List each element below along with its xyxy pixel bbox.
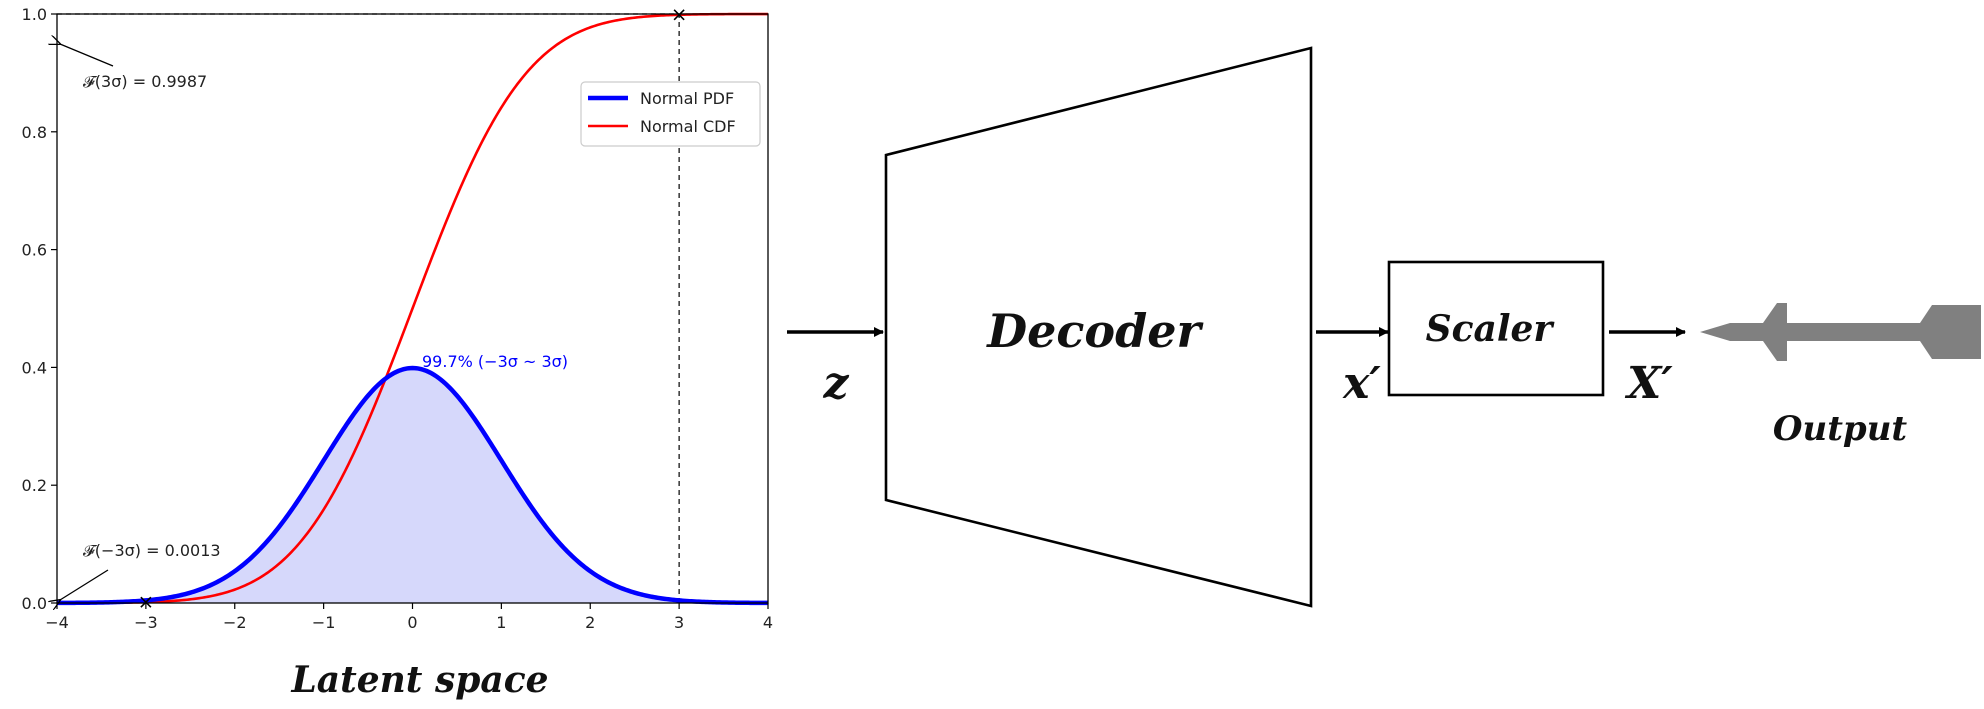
output-label: Output	[1773, 409, 1908, 449]
sigma-markers	[140, 9, 685, 608]
decoded-variable-label: x′	[1342, 358, 1381, 409]
y-tick-label: 0.4	[22, 358, 47, 377]
x-tick-label: 0	[407, 613, 417, 632]
annotation-coverage: 99.7% (−3σ ~ 3σ)	[422, 352, 568, 371]
x-tick-label: −4	[45, 613, 69, 632]
sigma-marker	[673, 9, 685, 21]
input-variable-label: z	[823, 358, 850, 409]
chart-legend: Normal PDF Normal CDF	[580, 81, 761, 147]
pdf-area-fill	[57, 368, 768, 603]
decoder-label: Decoder	[985, 304, 1204, 358]
annotation-upper: 𝓕(3σ) = 0.9987	[83, 72, 207, 91]
annotation-arrow-lower	[60, 569, 109, 600]
x-tick-label: −1	[312, 613, 336, 632]
decoder-pipeline: z Decoder x′ Scaler X′ Output	[787, 46, 1981, 608]
x-tick-label: 1	[496, 613, 506, 632]
annotation-arrow-upper	[60, 44, 114, 67]
decoder-block	[884, 46, 1313, 608]
scaler-block	[1387, 260, 1605, 397]
x-tick-label: −3	[134, 613, 158, 632]
scaler-label: Scaler	[1426, 308, 1556, 350]
series-normal-pdf	[56, 365, 769, 606]
x-tick-label: 4	[763, 613, 773, 632]
x-axis-label: Latent space	[290, 659, 548, 701]
legend-label-pdf: Normal PDF	[640, 89, 734, 108]
legend-label-cdf: Normal CDF	[640, 117, 736, 136]
y-tick-label: 0.6	[22, 241, 47, 260]
series-normal-cdf	[57, 12, 768, 605]
sigma-marker	[140, 596, 152, 608]
normal-distribution-chart: −4 −3 −2 −1 0 1 2 3 4 0.0 0.2 0.4 0.6 0.8 1.0 𝓕(3σ) =…	[22, 5, 774, 701]
x-axis-ticks: −4 −3 −2 −1 0 1 2 3 4	[45, 603, 773, 632]
y-tick-label: 0.8	[22, 123, 47, 142]
y-tick-label: 0.0	[22, 594, 47, 613]
x-tick-label: 2	[585, 613, 595, 632]
y-tick-label: 1.0	[22, 5, 47, 24]
output-variable-label: X′	[1624, 358, 1673, 409]
annotation-lower: 𝓕(−3σ) = 0.0013	[83, 541, 221, 560]
missile-icon	[1700, 303, 1981, 361]
x-tick-label: −2	[223, 613, 247, 632]
y-axis-ticks: 0.0 0.2 0.4 0.6 0.8 1.0	[22, 5, 57, 613]
y-tick-label: 0.2	[22, 476, 47, 495]
x-tick-label: 3	[674, 613, 684, 632]
